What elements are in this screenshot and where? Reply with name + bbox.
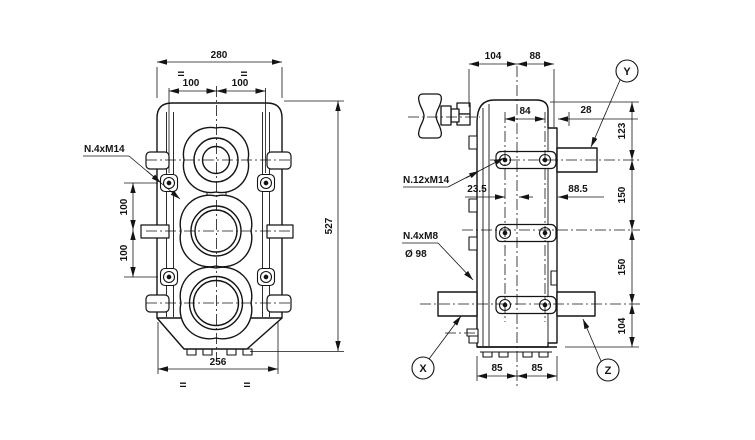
front-view bbox=[140, 86, 294, 362]
dim-hole-span-left: 100 bbox=[183, 78, 200, 89]
callout-circle-y bbox=[615, 59, 639, 83]
front-bolt-holes bbox=[159, 173, 276, 287]
callout-z-label: Z bbox=[605, 365, 612, 377]
dim-base-width: 256 bbox=[210, 357, 227, 368]
side-holes-label-small: N.4xM8 bbox=[403, 231, 438, 242]
callout-circle-z bbox=[596, 358, 620, 382]
equals-mark-bottom-right: = bbox=[243, 378, 250, 392]
dim-bolt-span: 84 bbox=[519, 106, 531, 117]
side-holes-label: N.12xM14 bbox=[403, 175, 450, 186]
dim-depth-left: 104 bbox=[485, 51, 502, 62]
equals-mark-top-left: = bbox=[177, 67, 184, 81]
side-view-texts: 104 88 84 28 23.5 88.5 123 150 150 104 8… bbox=[403, 51, 631, 377]
front-view-texts: 280 = = 100 100 527 100 100 256 = = N.4x… bbox=[84, 50, 335, 392]
shaft-x bbox=[437, 291, 478, 317]
equals-mark-top-right: = bbox=[240, 67, 247, 81]
dim-shaft-to-base: 104 bbox=[617, 317, 628, 334]
dim-shaft-spacing-upper: 150 bbox=[617, 186, 628, 203]
knob-handle bbox=[417, 93, 471, 139]
side-view-dimensions bbox=[402, 59, 639, 382]
bore-diameter-label: Ø 98 bbox=[405, 249, 427, 260]
dim-height: 527 bbox=[324, 217, 335, 234]
dim-hole-vert-lower: 100 bbox=[119, 244, 130, 261]
callout-y-label: Y bbox=[623, 66, 631, 78]
dim-shaft-stub: 28 bbox=[580, 105, 592, 116]
dim-depth-right: 88 bbox=[529, 51, 541, 62]
front-boss-middle bbox=[179, 194, 253, 268]
equals-mark-bottom-left: = bbox=[179, 378, 186, 392]
dim-shaft-spacing-lower: 150 bbox=[617, 258, 628, 275]
callout-circle-x bbox=[411, 356, 435, 380]
front-view-dimensions bbox=[83, 59, 344, 374]
dim-offset-right: 88.5 bbox=[568, 184, 588, 195]
front-holes-label: N.4xM14 bbox=[84, 144, 125, 155]
front-boss-top bbox=[182, 126, 250, 194]
dim-top-to-shaft-y: 123 bbox=[617, 122, 628, 139]
dim-offset-small: 23.5 bbox=[467, 184, 487, 195]
front-side-tabs bbox=[140, 151, 294, 313]
dim-hole-span-right: 100 bbox=[232, 78, 249, 89]
front-boss-bottom bbox=[179, 266, 253, 340]
dim-base-left: 85 bbox=[491, 363, 503, 374]
dim-base-right: 85 bbox=[531, 363, 543, 374]
dim-overall-width: 280 bbox=[211, 50, 228, 61]
dim-hole-vert-upper: 100 bbox=[119, 198, 130, 215]
callout-x-label: X bbox=[419, 363, 427, 375]
front-base-skirt bbox=[156, 317, 283, 350]
